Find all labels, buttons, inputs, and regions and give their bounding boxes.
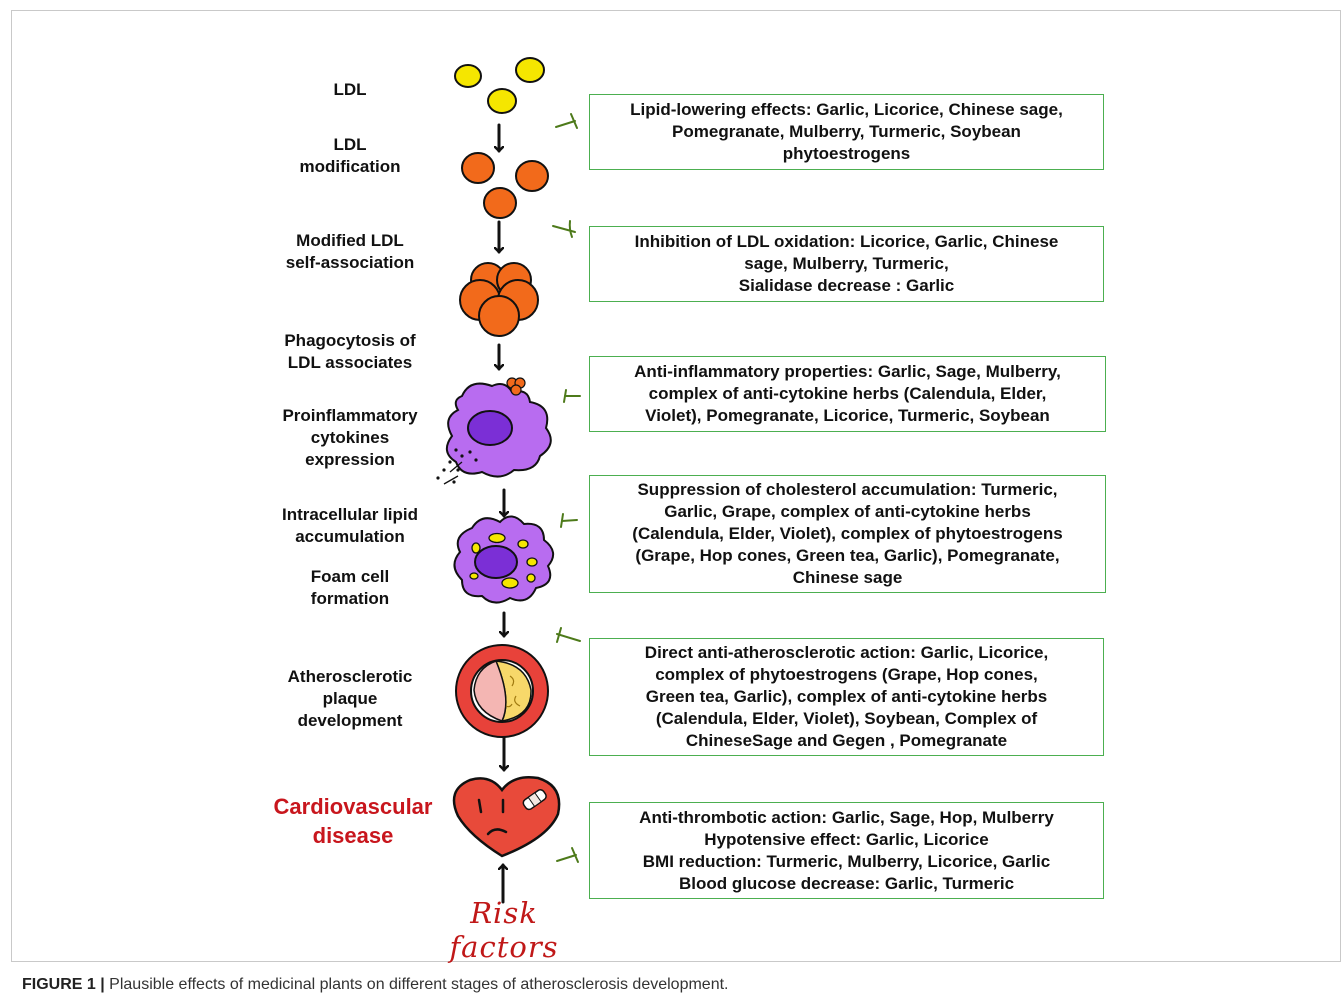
ldl-cluster [459, 262, 539, 337]
stage-label-plaque: Atherosclerotic plaque development [287, 667, 413, 730]
stage-label-foam-cell: Foam cell formation [310, 567, 390, 608]
inhibitor-mark-5 [556, 627, 581, 643]
stage-label-lipid-accumulation: Intracellular lipid accumulation [281, 505, 419, 546]
stage-label-cytokines: Proinflammatory cytokines expression [282, 406, 418, 469]
inhibitor-mark-4 [560, 513, 578, 528]
inhibitor-mark-2 [552, 220, 576, 238]
inhibitor-mark-3 [563, 389, 581, 403]
plaque-cross-section [455, 644, 549, 738]
foam-cell [453, 515, 555, 604]
macrophage-cell [436, 377, 552, 485]
modified-ldl-particles [461, 152, 549, 219]
inhibitor-marks [552, 113, 581, 863]
heart-icon [452, 776, 561, 858]
ldl-particles [454, 57, 545, 114]
figure-frame [11, 10, 1341, 962]
pathway-arrows [499, 123, 504, 904]
effect-box-cholesterol-accumulation: Suppression of cholesterol accumulation:… [589, 475, 1106, 593]
stage-label-phagocytosis: Phagocytosis of LDL associates [284, 331, 416, 372]
inhibitor-mark-6 [556, 847, 579, 863]
figure-caption: FIGURE 1 | Plausible effects of medicina… [22, 976, 728, 994]
stage-label-ldl-modification: LDL modification [299, 135, 401, 176]
bandage-icon [522, 789, 547, 811]
stage-label-ldl: LDL [333, 80, 367, 99]
effect-box-ldl-oxidation: Inhibition of LDL oxidation: Licorice, G… [589, 226, 1104, 302]
effect-box-anti-atherosclerotic: Direct anti-atherosclerotic action: Garl… [589, 638, 1104, 756]
inhibitor-mark-1 [555, 113, 578, 129]
effect-box-anti-thrombotic: Anti-thrombotic action: Garlic, Sage, Ho… [589, 802, 1104, 899]
caption-text: Plausible effects of medicinal plants on… [104, 976, 729, 993]
caption-label: FIGURE 1 | [22, 976, 105, 993]
cardiovascular-disease-label: Cardiovascular disease [273, 794, 433, 848]
effect-box-lipid-lowering: Lipid-lowering effects: Garlic, Licorice… [589, 94, 1104, 170]
effect-box-anti-inflammatory: Anti-inflammatory properties: Garlic, Sa… [589, 356, 1106, 432]
stage-label-self-association: Modified LDL self-association [285, 231, 415, 272]
